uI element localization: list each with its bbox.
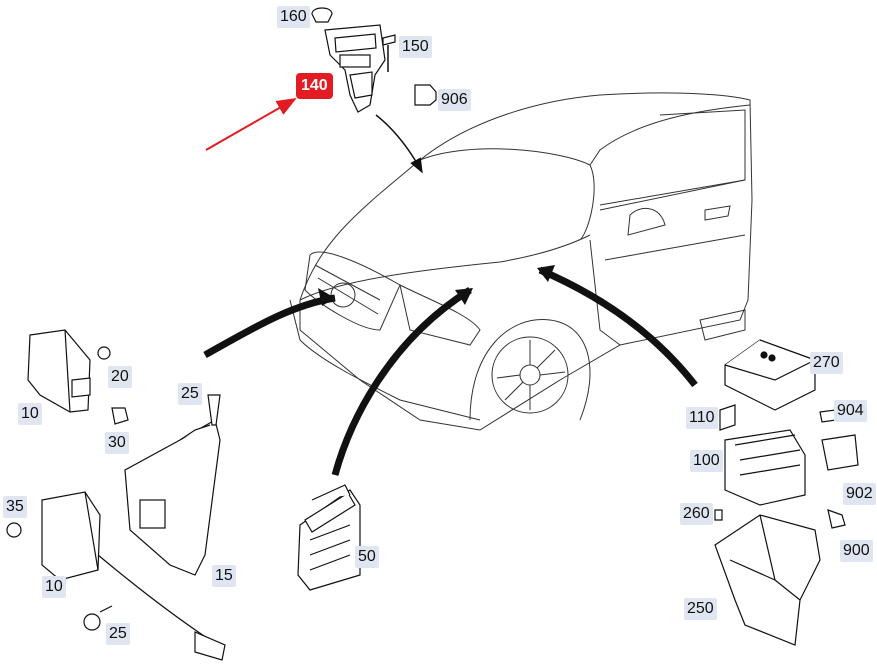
callout-906[interactable]: 906 [438, 89, 471, 111]
callout-100[interactable]: 100 [690, 450, 723, 472]
callout-25-lower[interactable]: 25 [106, 623, 130, 645]
callout-250[interactable]: 250 [684, 598, 717, 620]
fuse-box-part [714, 339, 859, 646]
callout-110[interactable]: 110 [686, 407, 718, 429]
callout-25-upper[interactable]: 25 [178, 383, 202, 405]
callout-140-highlighted[interactable]: 140 [296, 73, 333, 99]
callout-35[interactable]: 35 [3, 496, 27, 518]
car-outline [289, 92, 753, 431]
pointer-arrows [203, 98, 698, 476]
callout-260[interactable]: 260 [680, 503, 713, 525]
control-unit-left [27, 329, 129, 425]
callout-902[interactable]: 902 [843, 483, 876, 505]
sensor-unit [6, 491, 226, 661]
bracket-part [124, 394, 221, 576]
callout-20[interactable]: 20 [108, 366, 132, 388]
callout-15[interactable]: 15 [212, 565, 236, 587]
hood-latch-part [311, 7, 437, 113]
callout-10-lower[interactable]: 10 [42, 576, 66, 598]
callout-270[interactable]: 270 [810, 352, 843, 374]
ecu-part [297, 484, 361, 591]
callout-30[interactable]: 30 [105, 432, 129, 454]
callout-50[interactable]: 50 [355, 546, 379, 568]
callout-900[interactable]: 900 [840, 540, 873, 562]
callout-904[interactable]: 904 [834, 400, 867, 422]
callout-10-upper[interactable]: 10 [18, 403, 42, 425]
callout-150[interactable]: 150 [399, 36, 432, 58]
callout-160[interactable]: 160 [277, 6, 310, 28]
